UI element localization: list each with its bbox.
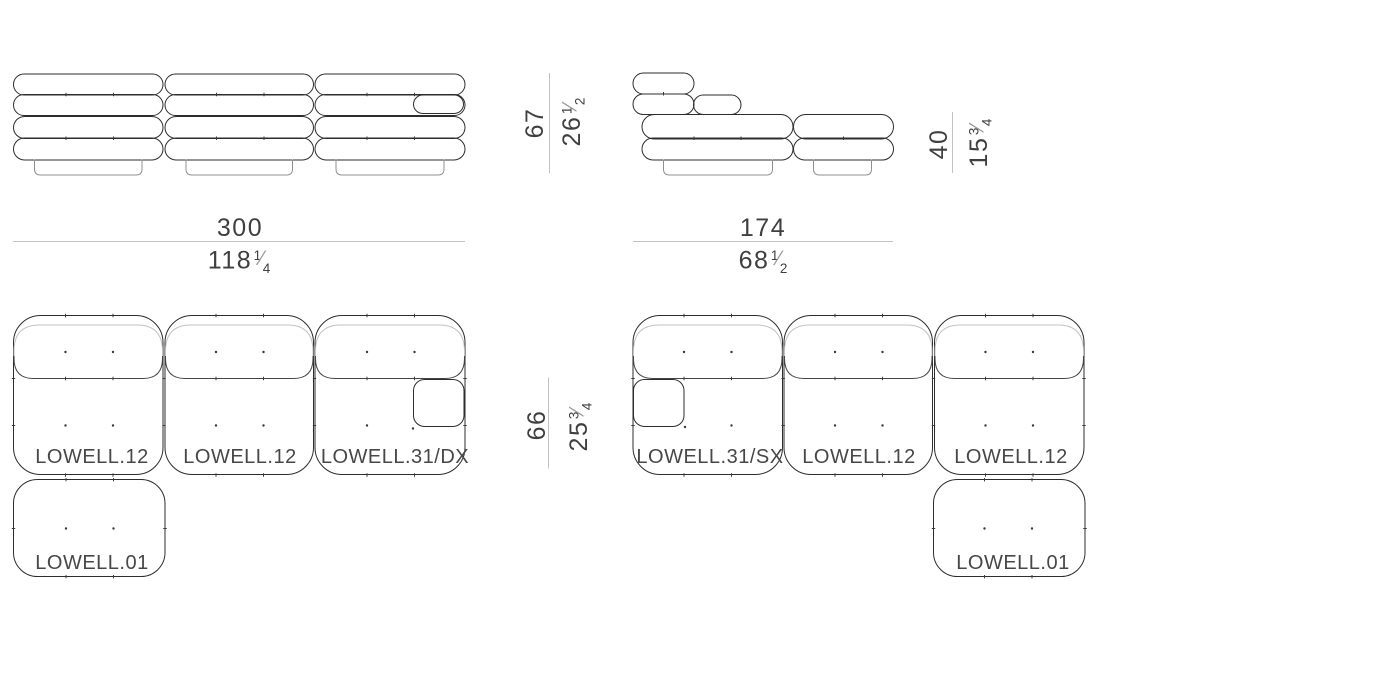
config-b-height-cm: 40	[925, 129, 953, 160]
plan-module: LOWELL.12	[13, 315, 164, 475]
module-label: LOWELL.31/DX	[321, 446, 469, 468]
module-label: LOWELL.12	[954, 446, 1067, 468]
depth-inches: 253⁄4	[565, 402, 595, 451]
config-a-height-dimension: 67 261⁄2	[521, 73, 588, 173]
module-label: LOWELL.01	[956, 552, 1069, 574]
config-a-width-cm: 300	[217, 214, 263, 242]
elevation-module	[314, 73, 466, 176]
module-label: LOWELL.12	[35, 446, 148, 468]
plan-ticks	[631, 313, 1086, 477]
arm-pad	[413, 379, 465, 427]
plan-module: LOWELL.12	[934, 315, 1085, 475]
plan-ticks	[11, 313, 467, 477]
plan-module: LOWELL.31/DX	[314, 315, 469, 475]
elevation-seam-ticks	[663, 92, 844, 140]
config-a-front-elevation	[13, 73, 466, 176]
plan-module-ottoman: LOWELL.01	[931, 478, 1087, 579]
arm-pad	[633, 379, 685, 427]
module-label: LOWELL.31/SX	[636, 446, 783, 468]
plan-module: LOWELL.12	[164, 315, 314, 475]
depth-cm: 66	[523, 410, 551, 441]
module-label: LOWELL.12	[802, 446, 915, 468]
config-a-height-inches: 261⁄2	[558, 98, 588, 147]
module-label: LOWELL.01	[35, 552, 148, 574]
module-label: LOWELL.12	[183, 446, 296, 468]
config-b-height-dimension: 40 153⁄4	[925, 112, 995, 173]
config-b-height-inches: 153⁄4	[965, 118, 995, 167]
config-b-front-elevation	[632, 72, 894, 176]
config-b-plan-view: LOWELL.31/SX LOWELL.12 LOWELL.12 LOWELL.…	[631, 313, 1087, 579]
config-a-height-cm: 67	[521, 108, 549, 139]
plan-module: LOWELL.12	[783, 315, 933, 475]
elevation-seam-ticks	[65, 92, 415, 140]
elevation-module	[13, 73, 164, 176]
config-b-width-cm: 174	[740, 214, 786, 242]
plan-module-ottoman: LOWELL.01	[11, 478, 167, 579]
elevation-module	[164, 73, 314, 176]
arm-pad-pill	[413, 94, 464, 114]
config-a-plan-view: LOWELL.12 LOWELL.12 LOWELL.31/DX LOWELL	[11, 313, 469, 579]
plan-module: LOWELL.31/SX	[632, 315, 783, 475]
